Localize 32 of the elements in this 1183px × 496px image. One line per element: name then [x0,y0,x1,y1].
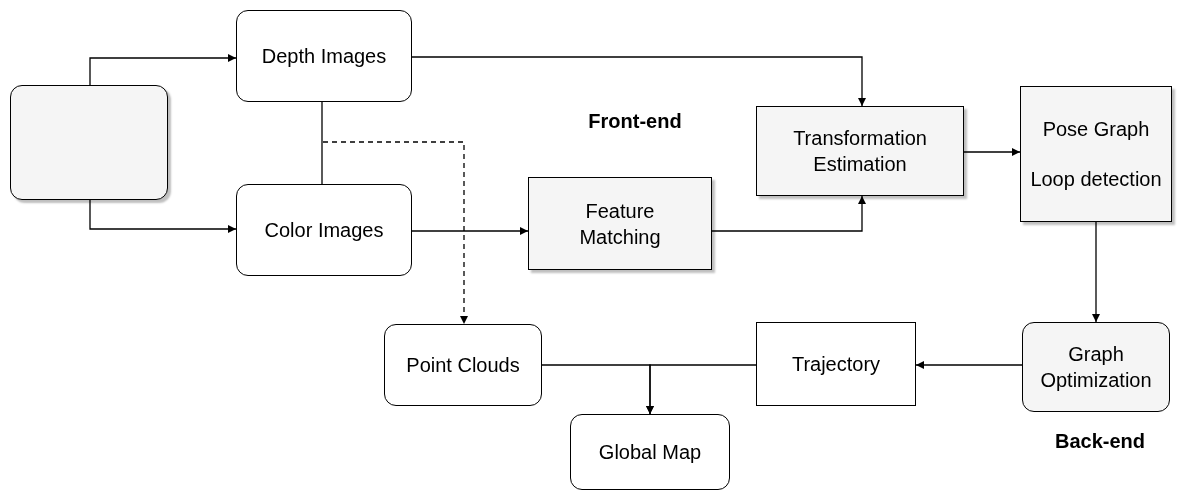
node-label: Loop detection [1030,167,1162,192]
arrow [89,199,237,233]
process-box [1020,86,1172,222]
arrow [1092,221,1100,323]
process-box [570,414,730,490]
arrow [963,148,1021,156]
arrow [915,361,1023,369]
section-label: Front-end [587,109,683,134]
arrow [711,195,866,232]
process-box [1022,322,1170,412]
process-box [528,177,712,270]
node-label: Transformation Estimation [792,126,928,177]
node-label: Trajectory [791,352,881,377]
node-label: Graph Optimization [1039,342,1153,393]
arrow [411,227,529,235]
process-box [756,322,916,406]
node-label: Point Clouds [406,353,520,378]
arrow [89,54,237,86]
node-label: Pose Graph [1042,117,1150,142]
process-box [384,324,542,406]
process-box [236,10,412,102]
process-box [756,106,964,196]
node-label: Color Images [264,218,384,243]
node-label: Global Map [598,440,702,465]
node-label: Feature Matching [578,198,662,250]
arrow [541,364,654,415]
node-label: Depth Images [261,44,387,69]
device-box [10,85,168,200]
arrow [411,56,866,107]
arrow [322,141,468,325]
section-label: Back-end [1054,429,1146,454]
process-box [236,184,412,276]
